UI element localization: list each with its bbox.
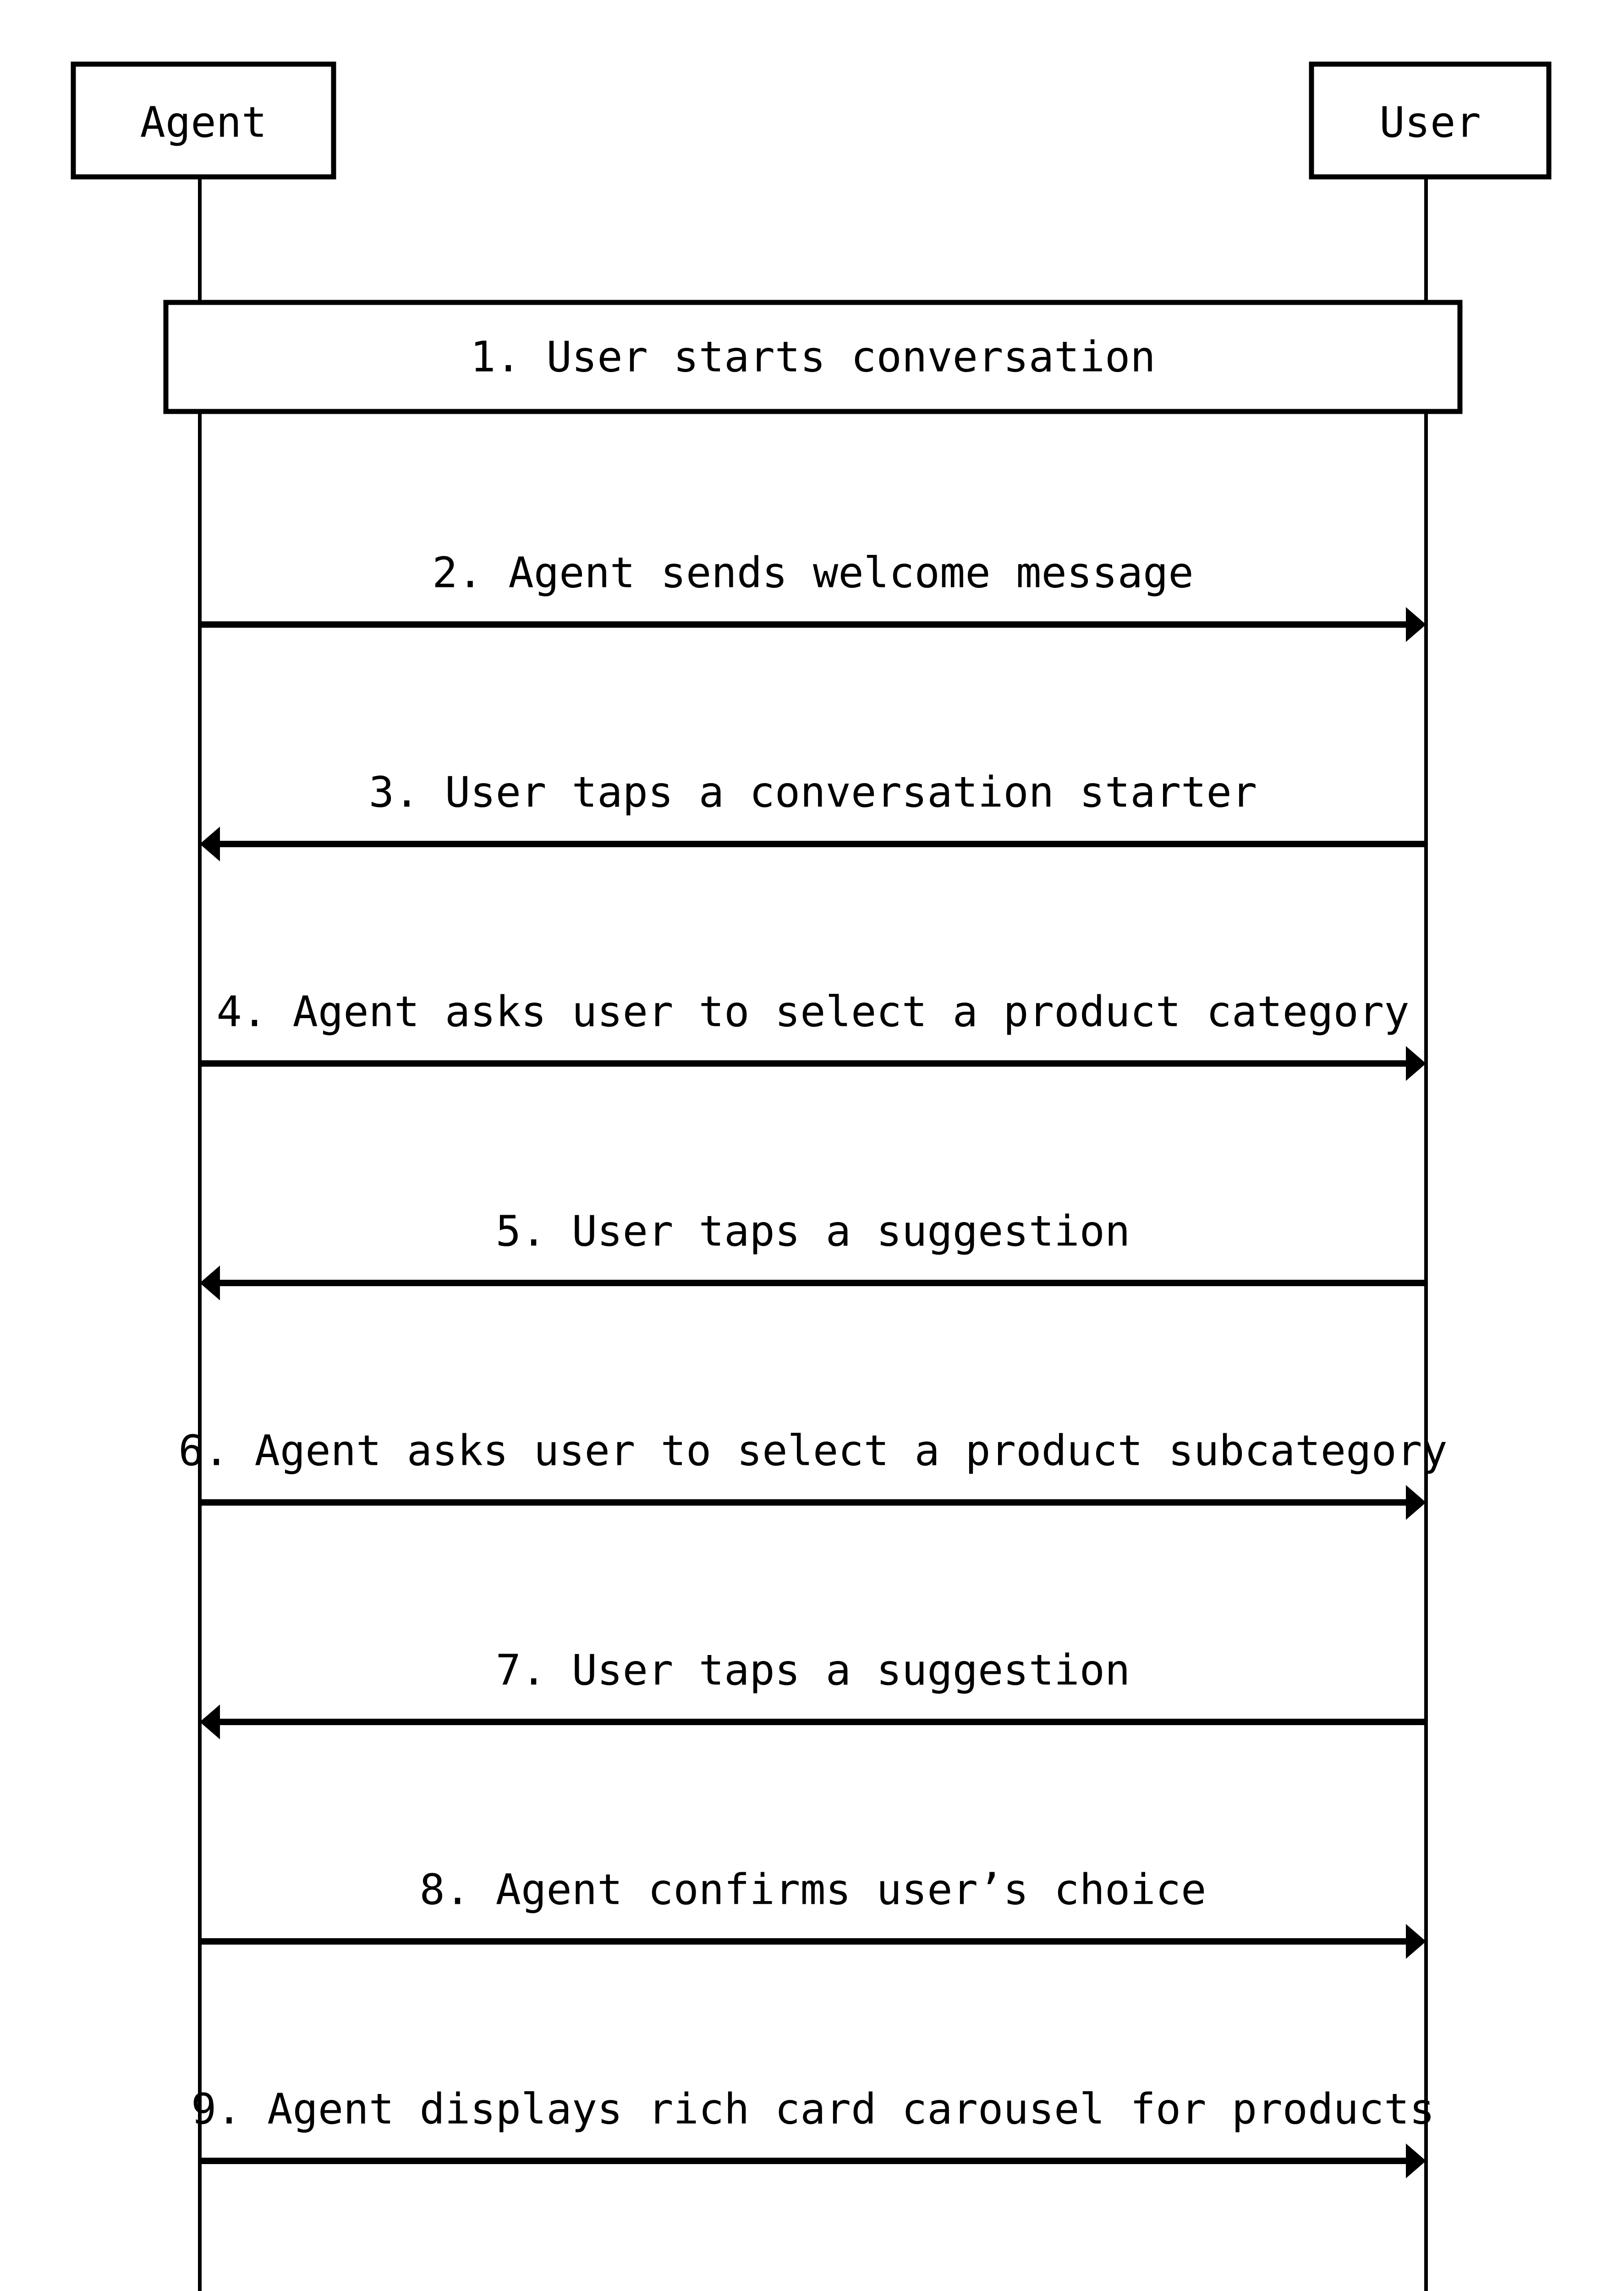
messages-group: 2. Agent sends welcome message 3. User ta… xyxy=(178,548,1448,2179)
message-arrowhead-6 xyxy=(1406,1485,1426,1520)
message-arrowhead-9 xyxy=(1406,2143,1426,2178)
message-3[interactable]: 3. User taps a conversation starter xyxy=(200,768,1426,862)
message-8[interactable]: 8. Agent confirms user’s choice xyxy=(200,1865,1426,1959)
message-arrowhead-3 xyxy=(200,827,220,861)
actor-box-user-top[interactable]: User xyxy=(1309,61,1552,180)
message-6[interactable]: 6. Agent asks user to select a product s… xyxy=(178,1426,1448,1520)
notes-group: 1. User starts conversation xyxy=(163,300,1463,414)
message-arrowhead-5 xyxy=(200,1266,220,1300)
actor-box-rect-user-top xyxy=(1309,61,1552,180)
message-label-6: 6. Agent asks user to select a product s… xyxy=(178,1426,1447,1475)
actor-label-agent-top: Agent xyxy=(140,98,267,147)
message-2[interactable]: 2. Agent sends welcome message xyxy=(200,548,1426,642)
message-label-2: 2. Agent sends welcome message xyxy=(432,548,1194,597)
message-5[interactable]: 5. User taps a suggestion xyxy=(200,1207,1426,1301)
actor-box-rect-agent-top xyxy=(71,61,336,180)
message-label-9: 9. Agent displays rich card carousel for… xyxy=(191,2085,1435,2134)
message-label-8: 8. Agent confirms user’s choice xyxy=(419,1865,1206,1914)
message-label-4: 4. Agent asks user to select a product c… xyxy=(216,987,1409,1036)
note-1[interactable]: 1. User starts conversation xyxy=(163,300,1463,414)
message-9[interactable]: 9. Agent displays rich card carousel for… xyxy=(191,2085,1435,2179)
note-label-1: 1. User starts conversation xyxy=(470,333,1156,382)
message-arrowhead-7 xyxy=(200,1705,220,1739)
message-arrowhead-8 xyxy=(1406,1924,1426,1959)
actor-label-user-top: User xyxy=(1379,98,1481,147)
message-arrowhead-4 xyxy=(1406,1046,1426,1081)
message-label-3: 3. User taps a conversation starter xyxy=(369,768,1257,817)
message-label-7: 7. User taps a suggestion xyxy=(496,1646,1130,1695)
actor-boxes-group: AgentAgentUserUser xyxy=(71,61,1552,180)
actor-box-agent-top[interactable]: Agent xyxy=(71,61,336,180)
message-arrowhead-2 xyxy=(1406,607,1426,642)
message-7[interactable]: 7. User taps a suggestion xyxy=(200,1646,1426,1740)
message-label-5: 5. User taps a suggestion xyxy=(496,1207,1130,1256)
message-4[interactable]: 4. Agent asks user to select a product c… xyxy=(200,987,1426,1081)
lifelines-group xyxy=(198,177,1428,2291)
note-box-rect-1 xyxy=(163,300,1463,414)
